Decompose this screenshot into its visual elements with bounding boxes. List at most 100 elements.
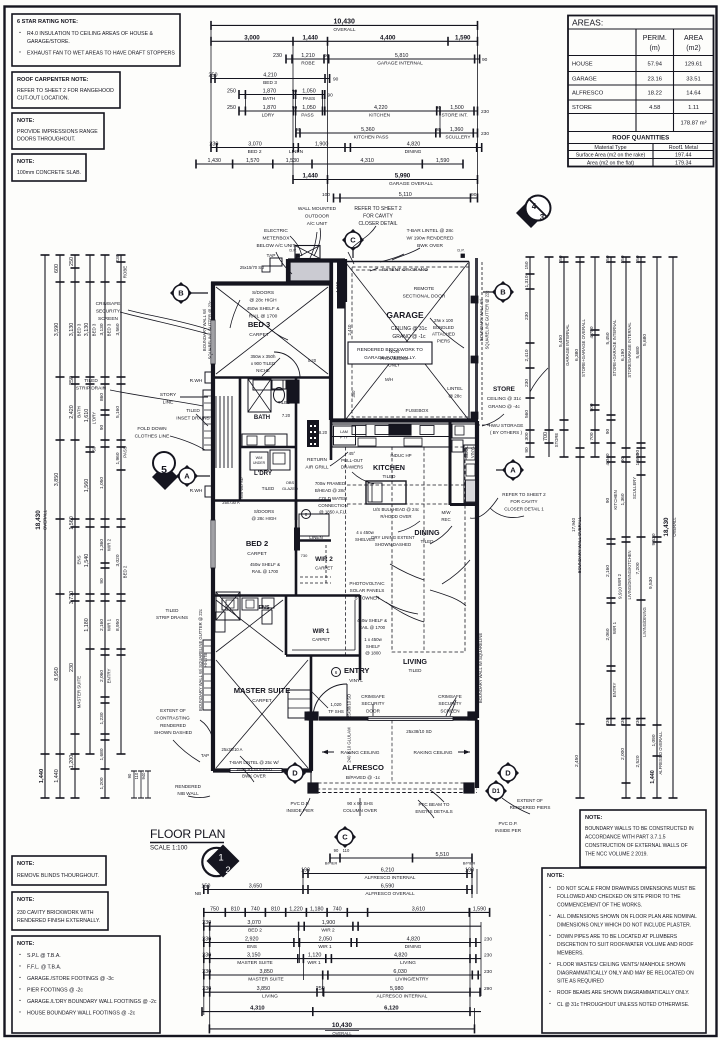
svg-text:450w SHELF &: 450w SHELF & <box>250 562 280 567</box>
svg-text:PROVISIONS: PROVISIONS <box>380 356 407 361</box>
svg-text:METERBOX: METERBOX <box>263 236 291 242</box>
svg-text:110: 110 <box>134 772 139 779</box>
svg-text:90: 90 <box>605 429 611 435</box>
svg-text:TILED: TILED <box>186 408 200 414</box>
svg-text:EXTENT OF: EXTENT OF <box>517 798 543 803</box>
svg-text:23.16: 23.16 <box>647 76 662 82</box>
svg-text:RAKING CEILING: RAKING CEILING <box>341 750 380 756</box>
svg-text:SHELF: SHELF <box>366 644 380 649</box>
svg-text:2,410: 2,410 <box>524 349 530 361</box>
svg-text:DIMENSIONS ONLY WHICH DO NOT I: DIMENSIONS ONLY WHICH DO NOT INCLUDE PLA… <box>557 922 691 928</box>
svg-text:CRIMSAFE: CRIMSAFE <box>438 694 462 699</box>
svg-text:LINTEL: LINTEL <box>447 386 463 391</box>
svg-text:ROBE: ROBE <box>123 266 128 279</box>
svg-text:2№ x 100: 2№ x 100 <box>434 318 454 323</box>
svg-text:5,450: 5,450 <box>605 332 611 344</box>
svg-text:6,120: 6,120 <box>384 1006 399 1012</box>
svg-text:1,610: 1,610 <box>84 409 90 423</box>
svg-text:250: 250 <box>316 986 325 992</box>
svg-text:DINING: DINING <box>405 944 422 950</box>
svg-text:6,190: 6,190 <box>620 349 626 361</box>
svg-text:129.61: 129.61 <box>685 62 703 68</box>
svg-text:D.P.: D.P. <box>289 248 296 253</box>
svg-text:PASS: PASS <box>301 113 313 119</box>
svg-text:OVERALL: OVERALL <box>332 1031 352 1036</box>
svg-text:230: 230 <box>202 969 211 975</box>
svg-text:350w x 350h: 350w x 350h <box>251 354 276 359</box>
svg-text:3,850: 3,850 <box>259 969 273 975</box>
svg-text:F.F.L. @ T.B.A.: F.F.L. @ T.B.A. <box>27 965 61 971</box>
svg-text:90: 90 <box>605 498 611 504</box>
svg-text:WIR 2: WIR 2 <box>107 538 112 551</box>
svg-text:90: 90 <box>324 53 330 59</box>
svg-text:1,230: 1,230 <box>99 712 105 724</box>
svg-text:1,220: 1,220 <box>289 906 303 912</box>
svg-text:TF SHS: TF SHS <box>328 709 344 714</box>
svg-text:9,530: 9,530 <box>648 577 654 589</box>
svg-text:KITCHEN: KITCHEN <box>613 490 618 509</box>
svg-text:S/DOORS: S/DOORS <box>254 509 274 514</box>
svg-text:SCULLERY: SCULLERY <box>445 135 471 141</box>
svg-text:R.WH: R.WH <box>190 378 203 384</box>
svg-text:NOTE:: NOTE: <box>17 159 35 165</box>
svg-text:230: 230 <box>273 53 282 59</box>
svg-text:1,180: 1,180 <box>84 618 90 632</box>
svg-text:BOUNDARY WALL OVERALL: BOUNDARY WALL OVERALL <box>577 516 582 573</box>
svg-text:L'DRY: L'DRY <box>254 470 273 477</box>
svg-text:2,420: 2,420 <box>69 405 75 419</box>
svg-text:4,750: 4,750 <box>589 326 595 338</box>
svg-text:230: 230 <box>484 937 492 943</box>
svg-text:PASS: PASS <box>303 96 315 102</box>
svg-text:100mm CONCRETE SLAB.: 100mm CONCRETE SLAB. <box>17 170 81 176</box>
svg-text:ENS: ENS <box>247 944 257 950</box>
svg-text:5,680: 5,680 <box>635 346 641 358</box>
svg-text:1,870: 1,870 <box>263 89 277 95</box>
svg-text:ALFRESCO OVERALL: ALFRESCO OVERALL <box>365 891 415 897</box>
svg-text:90: 90 <box>292 105 298 111</box>
svg-text:MASTER SUITE: MASTER SUITE <box>77 676 82 709</box>
svg-text:1,530: 1,530 <box>286 158 300 164</box>
svg-text:ALFRESCO INTERNAL: ALFRESCO INTERNAL <box>365 875 416 881</box>
svg-text:ALFRESCO: ALFRESCO <box>342 763 384 772</box>
svg-text:SECURITY: SECURITY <box>438 701 461 706</box>
svg-text:STRIP DRAIN: STRIP DRAIN <box>76 386 107 392</box>
svg-text:3,070: 3,070 <box>247 920 261 926</box>
svg-text:5,810: 5,810 <box>395 53 409 59</box>
svg-text:WIR 2: WIR 2 <box>315 556 333 563</box>
svg-text:CLOSER DETAIL 1: CLOSER DETAIL 1 <box>504 506 544 511</box>
svg-text:RENDERED BRICKWORK TO: RENDERED BRICKWORK TO <box>357 347 423 353</box>
svg-text:DISCRETION TO SUIT ROOF/WATER: DISCRETION TO SUIT ROOF/WATER VOLUME AND… <box>557 942 693 948</box>
svg-text:·: · <box>19 985 21 994</box>
svg-text:1,360: 1,360 <box>450 127 464 133</box>
svg-text:WIR 1: WIR 1 <box>313 629 330 635</box>
svg-text:D.P.: D.P. <box>457 248 464 253</box>
svg-text:240 B 10 GLULAM: 240 B 10 GLULAM <box>347 727 352 763</box>
svg-text:TILED: TILED <box>278 400 290 405</box>
svg-text:PFC BEAM TO: PFC BEAM TO <box>419 802 450 807</box>
svg-text:1,050: 1,050 <box>99 477 105 489</box>
svg-text:18,430: 18,430 <box>663 517 670 536</box>
svg-text:FUSEBOX: FUSEBOX <box>406 408 430 414</box>
svg-text:1,590: 1,590 <box>455 34 471 41</box>
svg-text:D: D <box>505 769 511 778</box>
svg-text:TILED: TILED <box>84 378 98 384</box>
svg-text:1,430: 1,430 <box>208 158 222 164</box>
svg-text:FOR CAVITY: FOR CAVITY <box>510 499 537 504</box>
svg-text:1,050: 1,050 <box>302 89 316 95</box>
svg-text:LINE: LINE <box>163 400 174 406</box>
svg-text:FOLD DOWN: FOLD DOWN <box>137 426 167 432</box>
svg-text:25x38/10 SD: 25x38/10 SD <box>406 729 431 734</box>
svg-text:PVC D.P.: PVC D.P. <box>498 821 517 826</box>
svg-text:SECURITY: SECURITY <box>361 701 384 706</box>
svg-text:250: 250 <box>227 105 236 111</box>
svg-text:WIR 1: WIR 1 <box>107 618 112 631</box>
svg-text:·: · <box>19 48 21 57</box>
svg-text:1,590: 1,590 <box>436 158 450 164</box>
svg-text:BELOW A/C UNIT: BELOW A/C UNIT <box>257 243 296 249</box>
svg-text:1,900: 1,900 <box>322 920 336 926</box>
svg-text:3,590: 3,590 <box>54 323 60 337</box>
svg-text:1,010: 1,010 <box>335 281 340 293</box>
svg-text:RAKING CEILING: RAKING CEILING <box>414 750 453 756</box>
svg-text:CEILING @ 31c: CEILING @ 31c <box>487 396 522 402</box>
svg-text:90: 90 <box>635 450 641 456</box>
